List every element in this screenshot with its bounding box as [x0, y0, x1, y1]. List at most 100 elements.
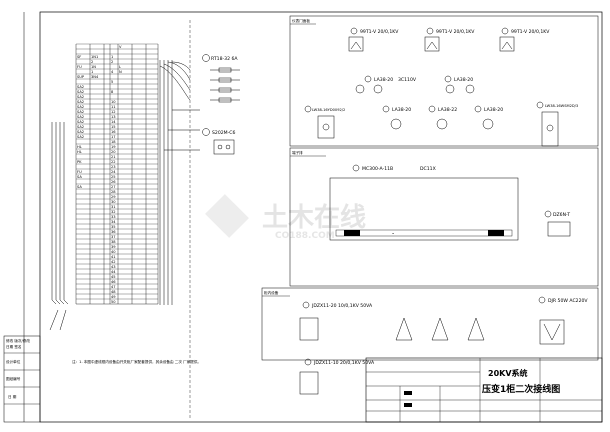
vt-jdzx11-1: JDZX11-20 10/0,1KV 50VA: [299, 301, 485, 341]
vt-jdzx11-2: JDZX11-10 20/0,1KV 50VA: [299, 358, 375, 395]
table-cell: 17: [111, 135, 116, 139]
label-la5: LA38-20: [484, 107, 503, 113]
table-cell: 44: [111, 270, 116, 274]
table-cell: 42: [111, 260, 116, 264]
table-cell: 14: [111, 120, 116, 124]
switch-lw38-1: LW38-16YD0092/2: [304, 105, 345, 139]
table-cell: 3N4: [91, 75, 99, 79]
table-cell: 31: [111, 205, 116, 209]
table-cell: 43: [111, 265, 116, 269]
table-cell: SA: [77, 175, 82, 179]
table-cell: 37: [111, 235, 116, 239]
strip-label-5: 日 期: [8, 394, 17, 399]
label-lw1: LW38-16YD0092/2: [312, 108, 345, 112]
table-cell: N: [119, 70, 122, 74]
table-cell: 25: [111, 175, 116, 179]
table-cell: SA2: [77, 130, 84, 134]
table-cell: 15: [111, 125, 116, 129]
table-cell: HL: [77, 150, 82, 154]
table-cell: 13: [111, 115, 116, 119]
table-cell: V: [119, 45, 122, 49]
table-cell: 49: [111, 295, 116, 299]
table-cell: 2: [91, 60, 93, 64]
table-cell: SA2: [77, 135, 84, 139]
label-v3: 99T1-V 20/0,1KV: [511, 29, 550, 35]
table-cell: PK: [77, 160, 82, 164]
label-lw2: LW38-16WSM2D/3: [545, 104, 578, 108]
table-cell: 16: [111, 130, 116, 134]
table-cell: 39: [111, 245, 116, 249]
label-la3: LA38-20: [392, 107, 411, 113]
label-la2: LA38-20: [454, 77, 473, 83]
label-v1: 99T1-V 20/0,1KV: [360, 29, 399, 35]
table-cell: 22: [111, 160, 116, 164]
table-cell: 8: [111, 90, 114, 94]
table-cell: SA2: [77, 85, 84, 89]
table-cell: 10: [111, 100, 116, 104]
table-cell: 2: [111, 60, 113, 64]
table-cell: SF: [77, 55, 81, 59]
label-vt2: JDZX11-10 20/0,1KV 50VA: [313, 360, 375, 366]
table-cell: L: [119, 65, 121, 69]
switch-lw38-2: LW38-16WSM2D/3: [536, 101, 578, 147]
table-cell: 38: [111, 240, 116, 244]
panel-label-door: 仪表门面板: [292, 18, 310, 23]
lamp-la38-1: LA38-20 3C110V: [355, 75, 417, 94]
table-cell: 11: [111, 105, 116, 109]
table-cell: 26: [111, 180, 116, 184]
watermark: 土木在线 CO188.COM: [205, 194, 366, 241]
voltmeter-2: 99T1-V 20/0,1KV: [424, 27, 475, 52]
table-cell: 1: [91, 70, 93, 74]
table-cell: 35: [111, 225, 116, 229]
label-dc: DC11X: [420, 166, 436, 172]
lamp-la38-2: LA38-20: [444, 75, 475, 94]
strip-label-4: 图纸编号: [6, 376, 21, 381]
panel-box-cabinet: [261, 287, 599, 361]
strip-label-3: 设计单位: [6, 359, 21, 364]
table-cell: 20: [111, 150, 116, 154]
table-cell: HL: [77, 145, 82, 149]
table-cell: FU: [77, 170, 82, 174]
switch-dz6n: DZ6N-T: [544, 210, 570, 237]
sheet-note: 注：1. 本图中虚线框内设备由开关柜厂家配套提供，其余设备由 二次 厂家提供。: [72, 359, 201, 364]
label-la4: LA38-22: [438, 107, 457, 113]
table-cell: SA2: [77, 120, 84, 124]
label-dz6n: DZ6N-T: [553, 212, 570, 218]
table-cell: 28: [111, 190, 116, 194]
heater-djr: DJR 50W AC220V: [538, 296, 588, 345]
table-cell: SA2: [77, 115, 84, 119]
table-cell: 47: [111, 285, 116, 289]
table-cell: 19: [111, 145, 116, 149]
panel-label-terminal: 端子排: [292, 150, 303, 155]
table-cell: SA: [77, 185, 82, 189]
title-block: 20KV系统 压变1柜二次接线图: [365, 357, 603, 423]
panel-box-door: [289, 15, 599, 147]
label-s202: S202M-C6: [212, 130, 236, 136]
table-cell: 32: [111, 210, 116, 214]
table-cell: 34: [111, 220, 116, 224]
label-relay: MC300-A-11B: [362, 166, 393, 172]
table-cell: 40: [111, 250, 116, 254]
table-cell: FU: [77, 65, 82, 69]
table-cell: 27: [111, 185, 116, 189]
label-rt18: RT18-32 6A: [211, 56, 238, 62]
button-la38-4: LA38-22: [428, 105, 457, 130]
table-cell: 50: [111, 300, 116, 304]
button-la38-5: LA38-20: [474, 105, 503, 130]
label-heater: DJR 50W AC220V: [548, 298, 588, 304]
fuse-rt18: RT18-32 6A: [202, 54, 240, 103]
relay-mc300: MC300-A-11B DC11X •: [329, 164, 519, 241]
table-cell: 1N1: [91, 55, 98, 59]
table-cell: 12: [111, 110, 116, 114]
table-cell: 33: [111, 215, 116, 219]
title-line-2: 压变1柜二次接线图: [482, 383, 560, 395]
table-cell: 29: [111, 195, 116, 199]
table-cell: 45: [111, 275, 116, 279]
svg-text:•: •: [392, 232, 394, 236]
table-cell: SA2: [77, 110, 84, 114]
table-cell: 5: [111, 80, 113, 84]
voltmeter-3: 99T1-V 20/0,1KV: [499, 27, 550, 52]
label-ac: 3C110V: [398, 77, 417, 83]
watermark-sub: CO188.COM: [275, 231, 335, 241]
table-cell: SUP: [77, 75, 85, 79]
